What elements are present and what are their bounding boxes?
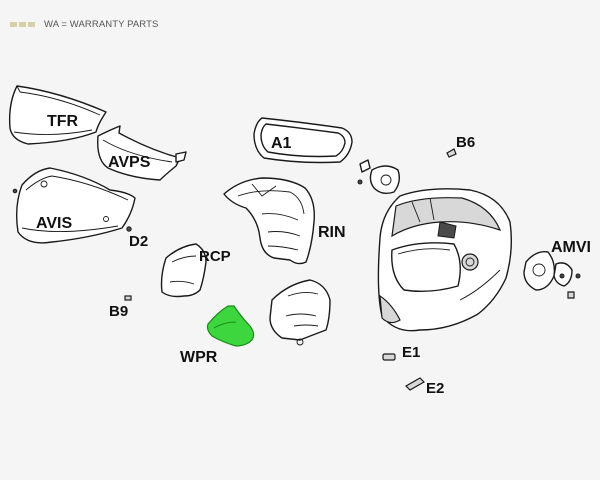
- label-wpr: WPR: [180, 349, 218, 366]
- part-avis[interactable]: [12, 167, 136, 244]
- label-amvi: AMVI: [551, 239, 591, 256]
- part-rcp[interactable]: [160, 243, 207, 298]
- label-rin: RIN: [318, 224, 346, 241]
- label-tfr: TFR: [47, 113, 79, 130]
- part-amvi[interactable]: [523, 251, 581, 299]
- part-wpr[interactable]: [206, 305, 255, 347]
- label-avis: AVIS: [36, 215, 72, 232]
- label-rcp: RCP: [199, 248, 231, 265]
- part-ratchet-mechanism[interactable]: [357, 159, 401, 195]
- legend-text: WA = WARRANTY PARTS: [44, 18, 159, 30]
- part-tfr[interactable]: [8, 85, 107, 145]
- wpr-highlight-shape: [206, 305, 255, 347]
- legend-swatch-1: [10, 21, 17, 27]
- legend-swatch-2: [19, 21, 26, 27]
- label-b9: B9: [109, 303, 128, 320]
- label-b6: B6: [456, 134, 475, 151]
- part-b9[interactable]: [124, 295, 132, 301]
- part-b6[interactable]: [446, 148, 457, 158]
- part-e2[interactable]: [405, 377, 425, 391]
- label-e1: E1: [402, 344, 420, 361]
- part-cheek-pad[interactable]: [269, 279, 331, 346]
- part-helmet[interactable]: [377, 188, 513, 332]
- label-a1: A1: [271, 135, 292, 152]
- legend: WA = WARRANTY PARTS: [10, 17, 158, 31]
- label-d2: D2: [129, 233, 148, 250]
- part-d2[interactable]: [126, 226, 132, 232]
- part-rin[interactable]: [223, 177, 315, 265]
- label-e2: E2: [426, 380, 444, 397]
- label-avps: AVPS: [108, 154, 151, 171]
- part-a1[interactable]: [253, 117, 353, 164]
- part-avps[interactable]: [97, 125, 187, 181]
- legend-swatch-3: [28, 21, 35, 27]
- part-e1[interactable]: [382, 353, 396, 361]
